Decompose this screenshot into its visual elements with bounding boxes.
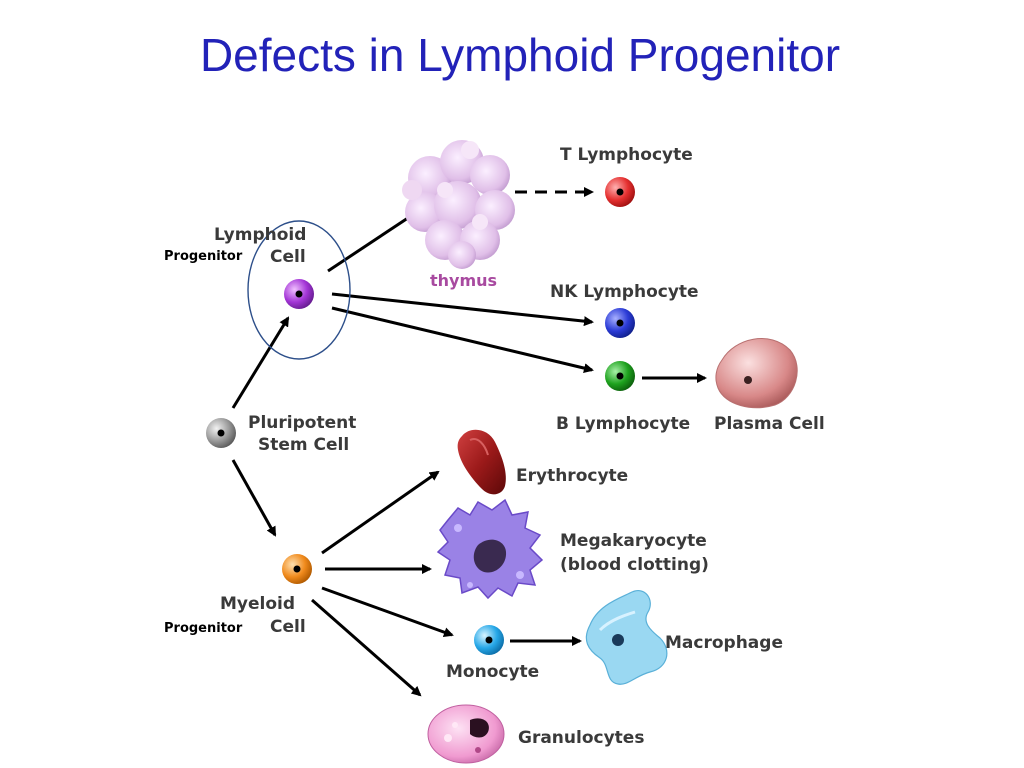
label-pluripotent-line1: Pluripotent xyxy=(248,413,356,433)
myeloid-progenitor-cell-icon xyxy=(282,554,312,584)
arrow-lymphoid-to-thymus xyxy=(327,208,422,273)
nk-lymphocyte-icon xyxy=(605,308,635,338)
label-monocyte: Monocyte xyxy=(446,662,539,682)
label-progenitor-lymphoid: Progenitor xyxy=(162,249,245,265)
b-lymphocyte-icon xyxy=(605,361,635,391)
arrow-stem-to-myeloid xyxy=(231,459,277,537)
label-b-lymphocyte: B Lymphocyte xyxy=(556,414,690,434)
label-plasma-cell: Plasma Cell xyxy=(714,414,825,434)
arrow-lymphoid-to-b xyxy=(331,306,594,374)
lymphoid-progenitor-cell-icon xyxy=(284,279,314,309)
label-thymus: thymus xyxy=(430,271,497,290)
plasma-cell-icon xyxy=(715,338,798,409)
arrow-stem-to-lymphoid xyxy=(231,316,290,409)
pluripotent-stem-cell-icon xyxy=(206,418,236,448)
label-t-lymphocyte: T Lymphocyte xyxy=(560,145,693,165)
label-lymphoid-line1: Lymphoid xyxy=(214,225,306,245)
slide-title: Defects in Lymphoid Progenitor xyxy=(199,29,841,81)
label-lymphoid-line2: Cell xyxy=(270,247,306,267)
arrow-myeloid-to-erythrocyte xyxy=(321,470,440,555)
label-nk-lymphocyte: NK Lymphocyte xyxy=(550,282,699,302)
granulocyte-icon xyxy=(427,704,505,764)
label-myeloid-line1: Myeloid xyxy=(220,594,295,614)
label-megakaryocyte-line2: (blood clotting) xyxy=(560,555,709,575)
arrow-myeloid-to-granulocytes xyxy=(311,598,422,697)
megakaryocyte-icon xyxy=(436,498,544,600)
lymphoid-highlight-ellipse xyxy=(247,220,351,360)
macrophage-icon xyxy=(585,590,668,685)
label-myeloid-line2: Cell xyxy=(270,617,306,637)
label-megakaryocyte-line1: Megakaryocyte xyxy=(560,531,707,551)
label-progenitor-myeloid: Progenitor xyxy=(162,621,245,637)
label-erythrocyte: Erythrocyte xyxy=(516,466,628,486)
thymus-icon xyxy=(402,140,515,269)
label-pluripotent-line2: Stem Cell xyxy=(258,435,349,455)
label-macrophage: Macrophage xyxy=(665,633,783,653)
arrows xyxy=(231,187,707,697)
t-lymphocyte-icon xyxy=(605,177,635,207)
monocyte-icon xyxy=(474,625,504,655)
erythrocyte-icon xyxy=(457,429,506,495)
arrow-lymphoid-to-nk xyxy=(331,292,594,327)
label-granulocytes: Granulocytes xyxy=(518,728,644,748)
arrow-myeloid-to-monocyte xyxy=(321,586,454,637)
